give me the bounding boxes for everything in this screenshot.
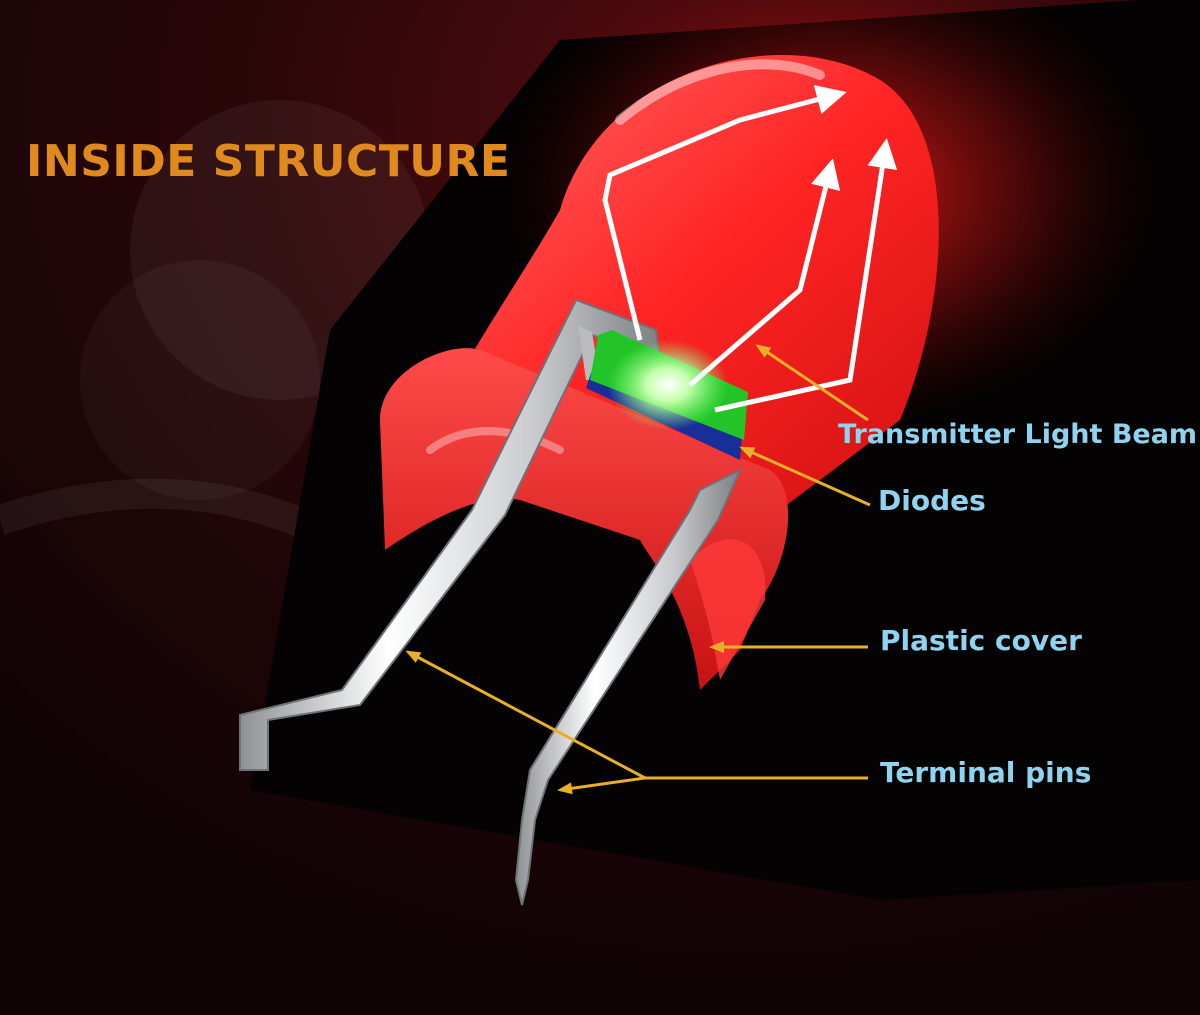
flange-highlight: [426, 427, 564, 454]
leader-line-terminal-pin-left: [405, 650, 646, 780]
leader-line-light-beam: [755, 344, 869, 422]
plastic-cover-flange: [380, 348, 789, 690]
diode-glow: [608, 340, 728, 430]
light-beam-arrow: [602, 85, 847, 341]
label-terminal-pins: Terminal pins: [880, 756, 1092, 789]
flange-front-lip: [690, 539, 766, 680]
label-diodes: Diodes: [878, 484, 986, 517]
diagram-title: INSIDE STRUCTURE: [26, 136, 511, 187]
light-beam-arrow: [714, 138, 898, 413]
leader-line-terminal-pin-right: [557, 776, 646, 795]
label-plastic-cover: Plastic cover: [880, 624, 1082, 657]
lens-highlight: [615, 59, 825, 125]
terminal-pin-right: [514, 467, 743, 906]
bokeh-circle: [80, 260, 320, 500]
light-beam-arrow: [688, 158, 841, 387]
leader-line-diodes: [739, 446, 871, 507]
label-transmitter-light-beam: Transmitter Light Beam: [838, 419, 1198, 450]
